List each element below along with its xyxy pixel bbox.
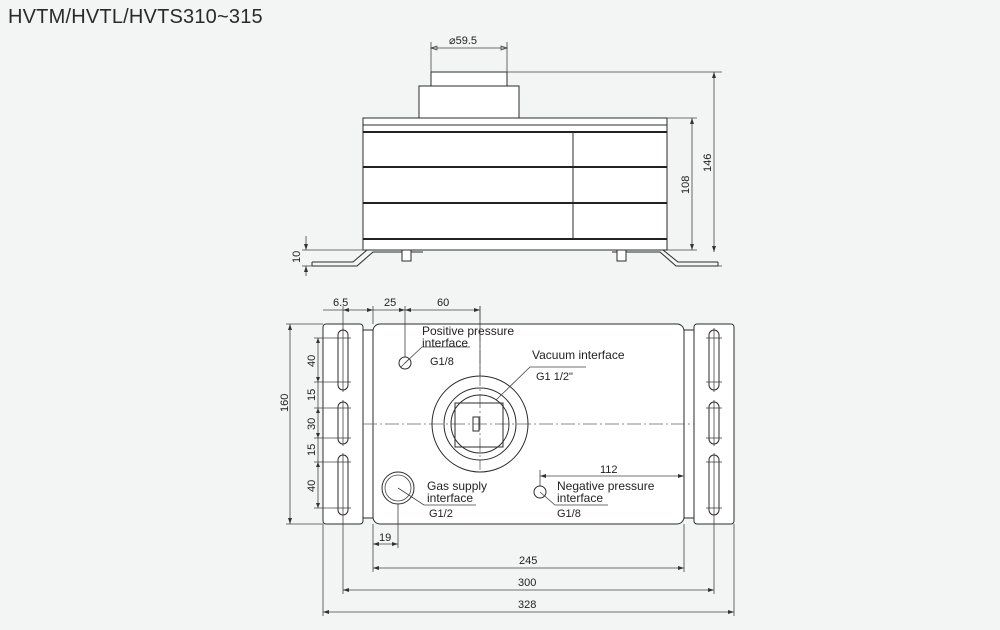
label-positive-pressure: Positive pressure	[422, 324, 514, 338]
dim-19: 19	[379, 532, 391, 544]
side-bolt-left	[401, 249, 412, 262]
side-body	[362, 117, 668, 251]
leader-gas	[397, 487, 476, 506]
dim-300: 300	[518, 577, 536, 589]
drawing-title: HVTM/HVTL/HVTS310~315	[8, 6, 263, 28]
dim-25: 25	[384, 297, 396, 309]
label-vacuum-interface: Vacuum interface	[532, 348, 625, 362]
label-vacuum-thread: G1 1/2"	[536, 371, 573, 383]
flange-neck	[418, 85, 520, 119]
top-view: Positive pressure interface G1/8 Vacuum …	[279, 297, 735, 616]
leader-vacuum	[495, 366, 586, 401]
dim-40-top: 40	[306, 355, 318, 367]
dim-328: 328	[518, 599, 536, 611]
label-negative-interface: interface	[557, 491, 603, 505]
dim-6-5: 6.5	[333, 297, 348, 309]
side-bolt-right	[616, 249, 627, 262]
dim-15-top: 15	[306, 389, 318, 401]
label-positive-thread: G1/8	[430, 356, 454, 368]
dim-245: 245	[519, 555, 537, 567]
label-gas-supply: Gas supply	[427, 479, 487, 493]
label-gas-thread: G1/2	[429, 508, 453, 520]
vacuum-port-inner	[450, 394, 510, 454]
label-negative-pressure: Negative pressure	[557, 479, 655, 493]
dim-112: 112	[600, 464, 618, 476]
dim-body-height: 108	[680, 176, 692, 194]
dim-total-height: 146	[702, 154, 714, 172]
dim-160: 160	[279, 394, 291, 412]
dim-flange-diameter: ⌀59.5	[449, 35, 477, 47]
vacuum-port-ring	[443, 387, 517, 461]
label-negative-thread: G1/8	[557, 508, 581, 520]
leader-negative	[539, 491, 608, 506]
left-base-plate	[312, 251, 423, 267]
label-positive-interface: interface	[422, 336, 468, 350]
top-flange	[430, 71, 508, 87]
dim-30: 30	[306, 418, 318, 430]
dim-40-bottom: 40	[306, 480, 318, 492]
side-view: ⌀59.5 146 108 10	[291, 35, 722, 276]
dim-60: 60	[437, 297, 449, 309]
label-gas-interface: interface	[427, 491, 473, 505]
right-base-plate	[612, 251, 718, 267]
dim-15-bottom: 15	[306, 444, 318, 456]
dim-base-height: 10	[291, 251, 303, 263]
leader-positive	[404, 346, 470, 364]
